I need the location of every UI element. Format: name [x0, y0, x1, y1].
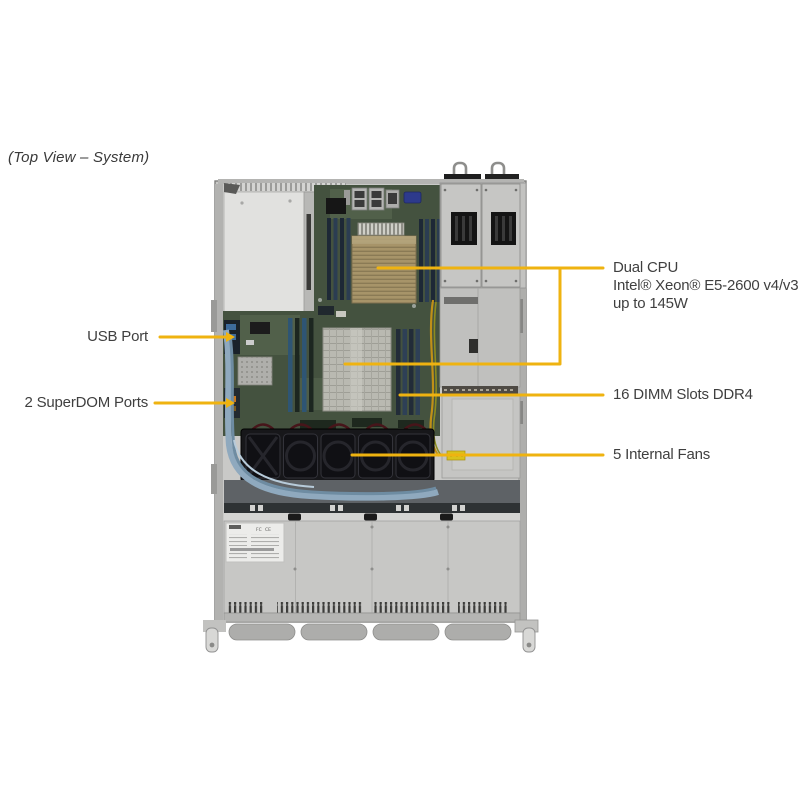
fan-2: [283, 433, 318, 479]
usb-arrowhead-icon: [226, 332, 235, 342]
power-distribution-board: [429, 287, 521, 479]
bmc-chip: [326, 198, 346, 214]
mounting-ear-left: [203, 620, 226, 653]
backplane-connectors: [250, 505, 465, 511]
callout-lines: [153, 266, 605, 457]
vga-port: [403, 191, 422, 204]
callout-label-fans: 5 Internal Fans: [613, 446, 711, 463]
dual-cpu-line-3: up to 145W: [613, 295, 688, 312]
superdom-arrowhead-icon: [226, 398, 235, 408]
fan-1: [245, 433, 281, 479]
divider-clips: [288, 513, 453, 521]
page-title: (Top View – System): [8, 149, 150, 166]
drive-tray-bumps: [228, 623, 512, 641]
power-header: [357, 222, 405, 236]
callout-label-superdom: 2 SuperDOM Ports: [24, 394, 148, 411]
callout-label-dimm: 16 DIMM Slots DDR4: [613, 386, 753, 403]
rear-rail-serration: [228, 183, 346, 191]
vent-slots: [227, 602, 508, 613]
dimm-slot-banks: [288, 218, 441, 415]
psu-modules: [439, 182, 527, 289]
riser-bay: [223, 183, 316, 313]
callout-label-dual-cpu: Dual CPU Intel® Xeon® E5-2600 v4/v3 up t…: [613, 259, 799, 313]
dual-cpu-line-2: Intel® Xeon® E5-2600 v4/v3: [613, 277, 799, 294]
front-edge: [223, 612, 521, 623]
rear-io-ports: [344, 187, 422, 211]
cpu2-heatsink: [322, 327, 392, 412]
chassis-rear-lip: [218, 179, 524, 184]
sata-cable-bundle: [223, 329, 439, 501]
fan-assembly: [240, 423, 435, 483]
cover-screws: [293, 525, 450, 571]
dual-cpu-line-1: Dual CPU: [613, 259, 679, 276]
ce-mark-icon: CE: [265, 527, 271, 533]
front-drive-cover: FC CE: [223, 520, 521, 623]
compliance-label: FC CE: [225, 522, 285, 563]
mounting-ear-right: [514, 619, 539, 653]
bay-latch: [224, 183, 240, 194]
callout-label-usb: USB Port: [87, 328, 148, 345]
chipset-heatsink: [237, 356, 273, 386]
fcc-mark-icon: FC: [256, 527, 262, 533]
drive-backplane: [224, 503, 520, 514]
cable-area: [223, 329, 520, 521]
fan-3: [320, 433, 356, 479]
dual-cpu-callout-line: [343, 266, 605, 366]
